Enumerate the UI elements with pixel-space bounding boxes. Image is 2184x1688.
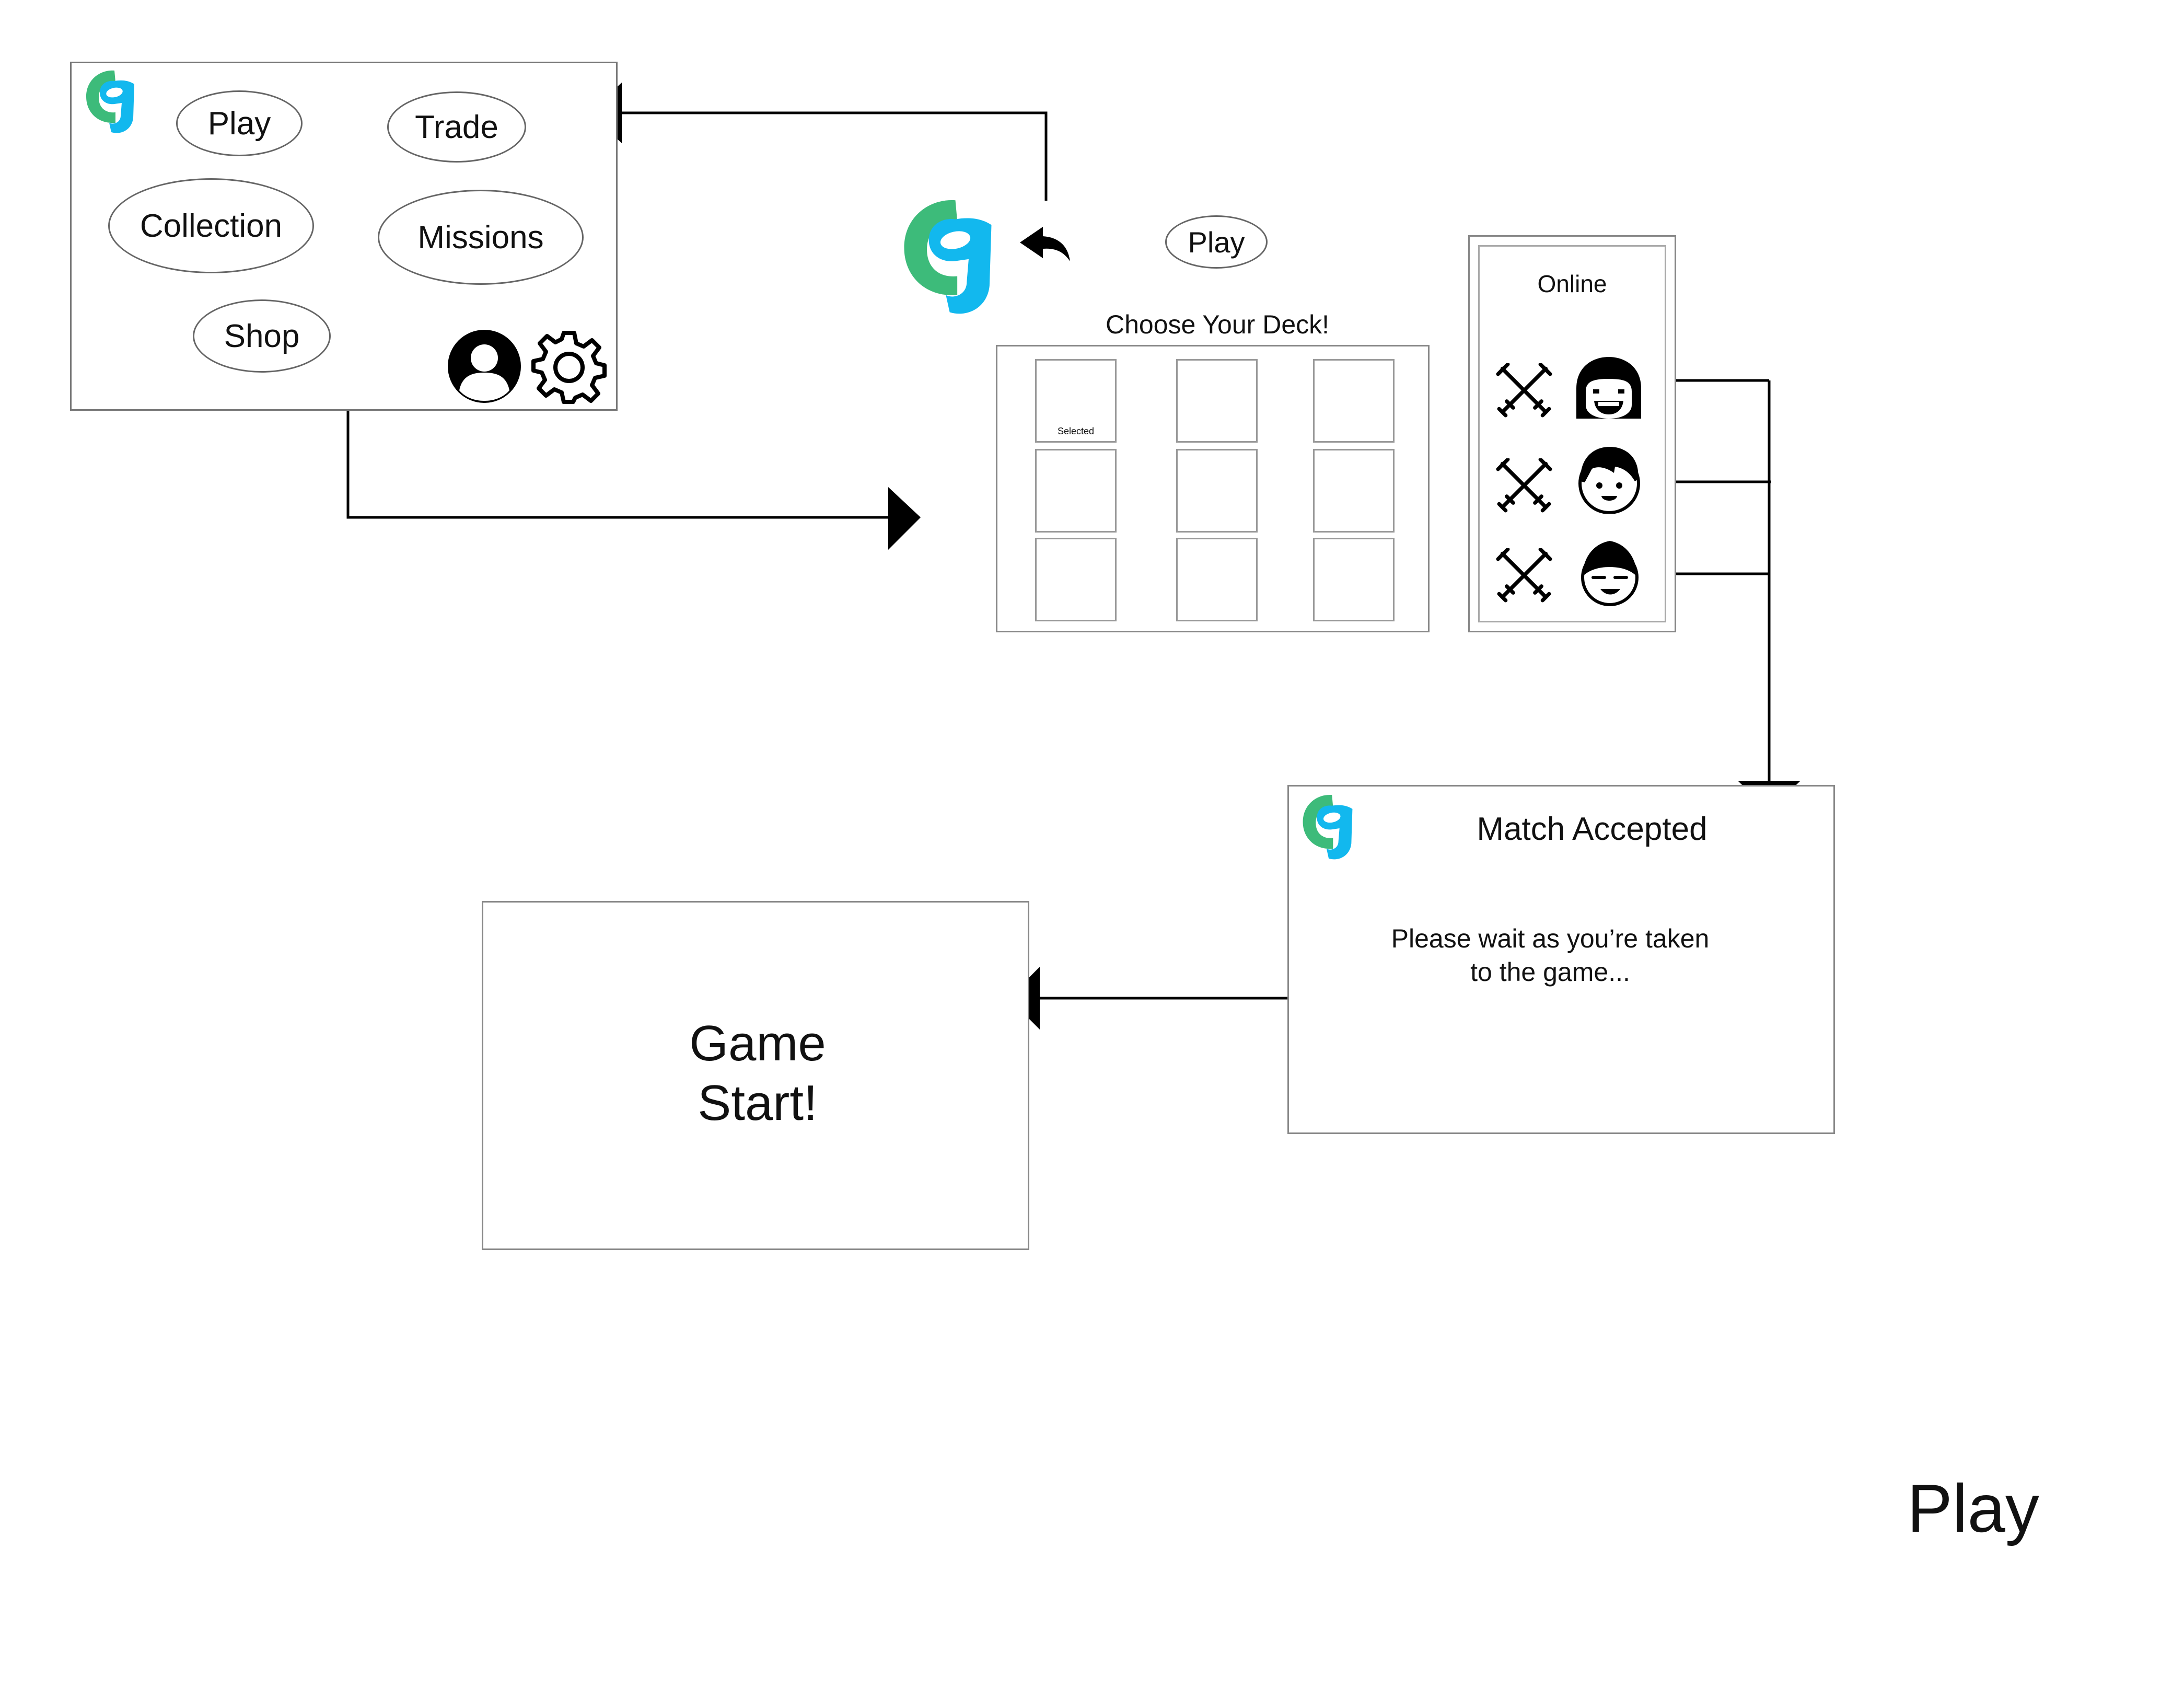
- game-start-line-2: Start!: [698, 1075, 818, 1131]
- deck-card[interactable]: [1313, 449, 1395, 533]
- deck-card[interactable]: [1313, 359, 1395, 443]
- online-title: Online: [1537, 270, 1607, 297]
- crossed-swords-icon[interactable]: [1496, 458, 1552, 513]
- arrowhead-to-deck: [888, 487, 921, 550]
- page-label: Play: [1907, 1470, 2039, 1546]
- selected-label: Selected: [1057, 426, 1095, 436]
- trade-button[interactable]: Trade: [387, 91, 526, 163]
- logo-icon: [86, 70, 134, 133]
- deck-card[interactable]: [1176, 449, 1258, 533]
- match-title: Match Accepted: [1477, 811, 1707, 847]
- deck-play-button[interactable]: Play: [1165, 215, 1268, 269]
- profile-icon[interactable]: [447, 329, 522, 404]
- boy-avatar-icon: [1578, 447, 1640, 514]
- home-screen: Play Trade Collection Missions Shop: [70, 62, 618, 411]
- deck-card-selected[interactable]: Selected: [1035, 359, 1117, 443]
- match-message-line-2: to the game...: [1470, 957, 1630, 987]
- game-start-screen: Game Start!: [482, 901, 1029, 1250]
- sleepy-avatar-icon: [1581, 541, 1639, 606]
- connector-back-to-home: [622, 111, 1048, 201]
- deck-card[interactable]: [1176, 538, 1258, 621]
- crossed-swords-icon[interactable]: [1496, 548, 1552, 603]
- logo-icon: [904, 200, 992, 314]
- deck-card[interactable]: [1176, 359, 1258, 443]
- play-button[interactable]: Play: [176, 90, 303, 156]
- deck-title: Choose Your Deck!: [1105, 310, 1330, 339]
- shop-button[interactable]: Shop: [193, 299, 331, 373]
- game-start-line-1: Game: [689, 1015, 826, 1071]
- deck-grid-panel: Selected: [996, 345, 1430, 632]
- online-panel: Online: [1468, 235, 1676, 632]
- logo-icon: [1303, 794, 1353, 860]
- back-arrow-icon[interactable]: [1018, 225, 1072, 262]
- deck-card[interactable]: [1035, 449, 1117, 533]
- deck-card[interactable]: [1313, 538, 1395, 621]
- deck-card[interactable]: [1035, 538, 1117, 621]
- match-screen: Match Accepted Please wait as you’re tak…: [1287, 785, 1835, 1134]
- gear-icon[interactable]: [531, 329, 607, 404]
- match-message-line-1: Please wait as you’re taken: [1391, 924, 1710, 953]
- online-panel-inner-border: [1478, 245, 1666, 622]
- crossed-swords-icon[interactable]: [1496, 363, 1552, 418]
- missions-button[interactable]: Missions: [378, 190, 584, 285]
- collection-button[interactable]: Collection: [108, 178, 314, 273]
- girl-avatar-icon: [1576, 357, 1641, 419]
